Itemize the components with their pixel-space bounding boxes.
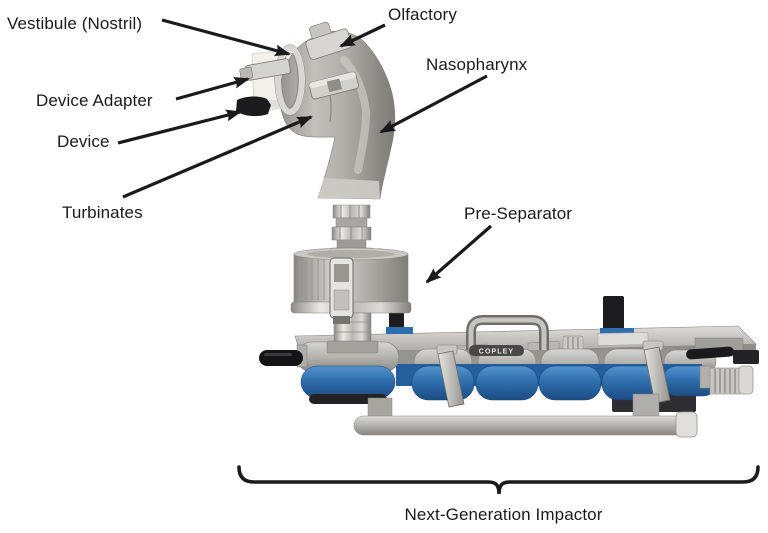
- ngi-front: COPLEY: [259, 340, 759, 438]
- nasal-cast: [236, 21, 396, 200]
- arrow-nasopharynx: [379, 74, 488, 134]
- impactor-brace: [237, 465, 760, 495]
- arrow-olfactory: [339, 23, 386, 48]
- label-olfactory: Olfactory: [388, 5, 457, 24]
- stand-rod: [353, 393, 698, 438]
- ngi-top-latch-right: [600, 296, 634, 335]
- ngi-first-stage: [296, 341, 400, 404]
- connector-collars: [331, 204, 372, 249]
- pre-separator: [290, 247, 412, 354]
- blue-cup-band: [396, 364, 719, 401]
- brand-text: COPLEY: [479, 349, 514, 356]
- arrow-pre-separator: [425, 224, 493, 284]
- latch-lever-left: [436, 344, 465, 408]
- latch-lever-right: [642, 340, 671, 404]
- label-turbinates: Turbinates: [62, 203, 143, 222]
- clamp-left: [239, 58, 291, 81]
- id-plate: [597, 332, 649, 346]
- arrow-device-adapter: [175, 76, 250, 101]
- device-mouthpiece: [236, 96, 271, 117]
- side-knob: [259, 344, 308, 368]
- annotations: [117, 18, 760, 495]
- outlet-fitting: [686, 346, 759, 395]
- pre-separator-clamp: [329, 257, 354, 324]
- brand-plate: COPLEY: [469, 345, 524, 356]
- arrow-turbinates: [122, 115, 313, 199]
- label-next-generation-impactor: Next-Generation Impactor: [404, 505, 603, 524]
- label-nasopharynx: Nasopharynx: [426, 55, 528, 74]
- arrow-vestibule: [161, 18, 291, 57]
- label-device-adapter: Device Adapter: [36, 91, 153, 110]
- arrow-device: [117, 109, 242, 145]
- clamp-mid: [308, 71, 359, 100]
- label-vestibule: Vestibule (Nostril): [7, 14, 143, 33]
- label-device: Device: [57, 132, 110, 151]
- label-pre-separator: Pre-Separator: [464, 204, 573, 223]
